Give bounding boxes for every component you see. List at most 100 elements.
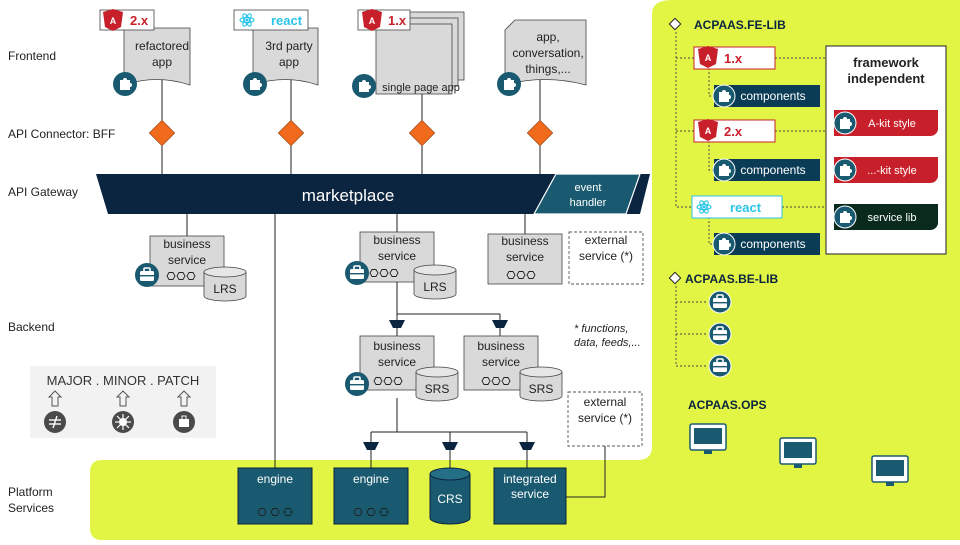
svg-text:refactored: refactored — [135, 39, 189, 53]
bff-connectors — [148, 119, 554, 147]
svg-text:business: business — [373, 339, 420, 353]
business-service-lrs-2[interactable]: business service LRS — [345, 231, 457, 300]
frontend-app-single-page[interactable]: A 1.x single page app — [352, 9, 465, 98]
marketplace-gateway[interactable]: marketplace — [96, 174, 650, 214]
platform-integrated-service[interactable]: integrated service — [493, 467, 567, 525]
filter-connector — [442, 442, 458, 450]
external-service-top[interactable]: external service (*) — [568, 231, 644, 285]
svg-text:LRS: LRS — [423, 280, 446, 294]
srs-database: SRS — [415, 366, 459, 402]
svg-text:service: service — [482, 355, 520, 369]
monitor-icon[interactable] — [871, 455, 909, 486]
platform-crs-database[interactable]: CRS — [429, 467, 471, 525]
fe-lib-components-1x[interactable]: components — [712, 84, 820, 108]
svg-text:business: business — [477, 339, 524, 353]
svg-text:integrated: integrated — [503, 472, 556, 486]
frontend-connector-lines — [161, 80, 541, 176]
svg-text:3rd party: 3rd party — [265, 39, 312, 53]
svg-text:service: service — [168, 253, 206, 267]
svg-text:react: react — [271, 13, 303, 28]
svg-text:1.x: 1.x — [724, 51, 743, 66]
angular-icon — [698, 46, 718, 68]
bff-diamond[interactable] — [277, 119, 305, 147]
react-icon — [239, 13, 255, 27]
frontend-app-3rd-party[interactable]: react 3rd party app — [233, 9, 319, 96]
svg-text:CRS: CRS — [437, 492, 462, 506]
svg-text:1.x: 1.x — [388, 13, 407, 28]
fe-lib-components-2x[interactable]: components — [712, 158, 820, 182]
layer-label-platform: Platform — [8, 485, 53, 499]
external-service-bottom[interactable]: external service (*) — [567, 391, 643, 447]
bff-diamond[interactable] — [408, 119, 436, 147]
svg-text:app,: app, — [536, 30, 559, 44]
layer-label-services: Services — [8, 501, 54, 515]
event-handler[interactable]: event handler — [532, 173, 641, 215]
svg-text:service: service — [506, 250, 544, 264]
fw-item-service-lib[interactable]: service lib — [833, 204, 938, 230]
svg-text:app: app — [279, 55, 299, 69]
svg-text:A: A — [110, 16, 117, 26]
svg-text:app: app — [152, 55, 172, 69]
fe-lib-version-react[interactable]: react — [691, 195, 783, 219]
versioning-label: MAJOR . MINOR . PATCH — [47, 373, 200, 388]
frontend-app-refactored[interactable]: A 2.x refactored app — [99, 9, 191, 96]
svg-text:marketplace: marketplace — [302, 186, 395, 205]
fw-item-other-kit-style[interactable]: ...-kit style — [833, 157, 938, 183]
filter-connector — [389, 320, 405, 328]
svg-text:business: business — [163, 237, 210, 251]
svg-text:event: event — [575, 182, 602, 194]
svg-text:business: business — [501, 234, 548, 248]
ops-title: ACPAAS.OPS — [688, 398, 766, 412]
be-lib-service-2[interactable] — [708, 322, 732, 346]
svg-text:react: react — [730, 200, 762, 215]
svg-text:components: components — [740, 163, 805, 177]
fw-item-a-kit-style[interactable]: A-kit style — [833, 110, 938, 136]
svg-text:conversation,: conversation, — [512, 46, 583, 60]
svg-text:service lib: service lib — [868, 212, 917, 224]
fe-lib-section: ACPAAS.FE-LIB A 1.x components — [668, 17, 947, 256]
business-service-srs-1[interactable]: business service SRS — [345, 335, 459, 402]
backend-note-line2: data, feeds,... — [574, 337, 641, 349]
be-lib-title: ACPAAS.BE-LIB — [685, 272, 778, 286]
svg-text:service: service — [378, 249, 416, 263]
angular-icon — [103, 9, 123, 31]
fe-lib-components-react[interactable]: components — [712, 232, 820, 256]
svg-text:SRS: SRS — [425, 382, 450, 396]
fe-lib-version-1x[interactable]: A 1.x — [693, 46, 776, 70]
monitor-icon[interactable] — [779, 437, 817, 468]
fe-lib-title: ACPAAS.FE-LIB — [694, 18, 786, 32]
react-icon — [696, 200, 712, 214]
bff-diamond[interactable] — [526, 119, 554, 147]
platform-tree-lines — [370, 398, 606, 498]
versioning-illustration: MAJOR . MINOR . PATCH — [30, 366, 216, 438]
business-service-lrs-1[interactable]: business service LRS — [135, 235, 247, 302]
frontend-app-other[interactable]: app, conversation, things,... — [497, 19, 587, 96]
business-service-3[interactable]: business service — [487, 233, 563, 285]
svg-text:service (*): service (*) — [578, 411, 632, 425]
svg-text:...-kit style: ...-kit style — [867, 165, 917, 177]
business-service-srs-2[interactable]: business service SRS — [463, 335, 563, 402]
fe-lib-version-2x[interactable]: A 2.x — [693, 119, 776, 143]
monitor-icon[interactable] — [689, 423, 727, 454]
be-lib-section: ACPAAS.BE-LIB — [668, 271, 778, 378]
angular-icon — [698, 119, 718, 141]
be-lib-service-3[interactable] — [708, 354, 732, 378]
platform-engine-2[interactable]: engine — [333, 467, 409, 525]
svg-text:components: components — [740, 237, 805, 251]
svg-text:handler: handler — [570, 197, 607, 209]
svg-text:2.x: 2.x — [724, 124, 743, 139]
bff-diamond[interactable] — [148, 119, 176, 147]
srs-database: SRS — [519, 366, 563, 402]
be-lib-service-1[interactable] — [708, 290, 732, 314]
angular-icon — [362, 9, 382, 31]
svg-text:service: service — [378, 355, 416, 369]
tree-node-icon — [668, 271, 682, 285]
platform-engine-1[interactable]: engine — [237, 467, 313, 525]
layer-label-api-connector: API Connector: BFF — [8, 127, 115, 141]
svg-text:things,...: things,... — [525, 62, 570, 76]
svg-text:A: A — [705, 53, 712, 63]
filter-connector — [492, 320, 508, 328]
fe-lib-tree-lines — [675, 32, 826, 245]
